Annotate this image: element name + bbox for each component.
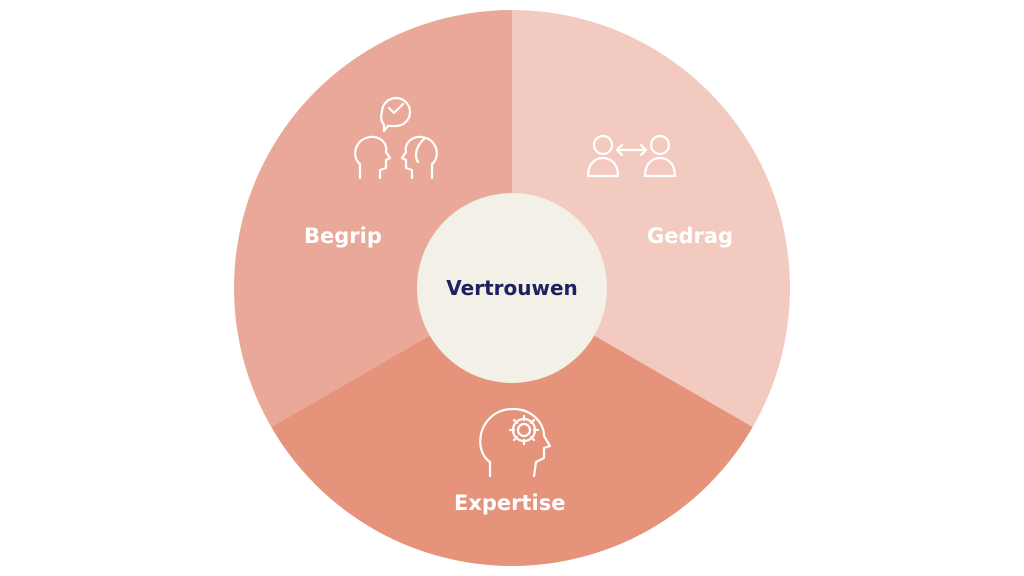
segment-expertise [271,288,753,566]
two-heads-speech-bubble-check-icon [354,96,438,180]
segment-label-expertise: Expertise [454,491,566,515]
center-circle [417,193,607,383]
head-gear-icon [479,407,552,478]
center-label: Vertrouwen [446,276,578,300]
two-people-arrows-icon [586,134,677,178]
segment-label-begrip: Begrip [304,224,382,248]
segment-label-gedrag: Gedrag [647,224,734,248]
